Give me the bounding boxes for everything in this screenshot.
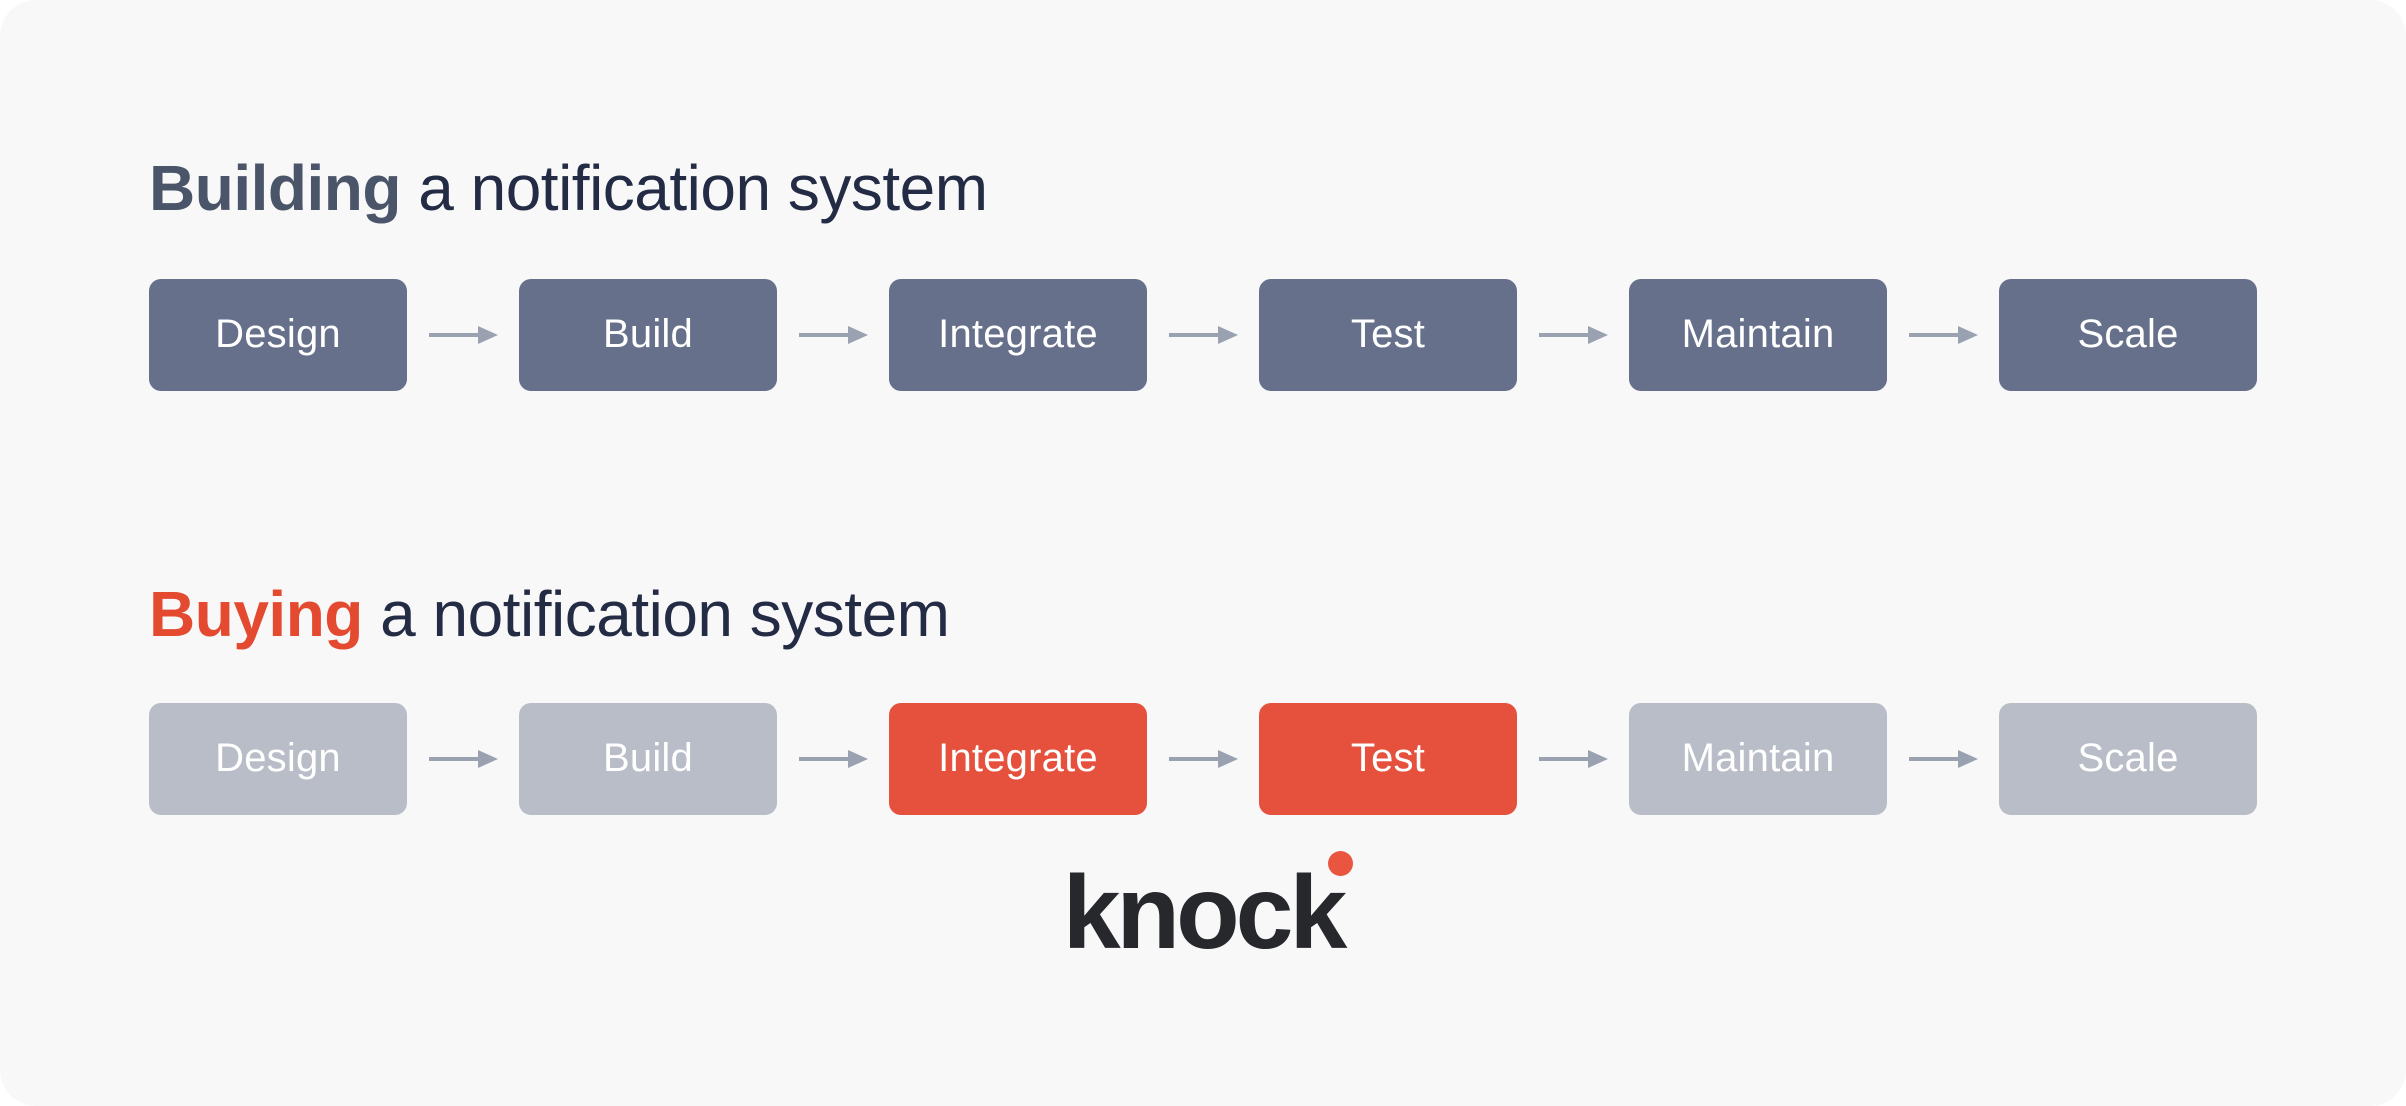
arrow-right-icon xyxy=(429,749,498,768)
step-maintain: Maintain xyxy=(1629,278,1887,391)
arrow-cell xyxy=(777,323,889,347)
arrow-cell xyxy=(1887,747,1999,771)
section-building: Building a notification system Design Bu… xyxy=(149,150,2257,391)
step-integrate: Integrate xyxy=(889,278,1147,391)
arrow-right-icon xyxy=(1539,749,1608,768)
arrow-cell xyxy=(1147,747,1259,771)
flow-row-buying: Design Build Integrate Test Maintain Sca… xyxy=(149,702,2257,815)
arrow-right-icon xyxy=(429,325,498,344)
step-test: Test xyxy=(1259,702,1517,815)
arrow-cell xyxy=(777,747,889,771)
arrow-right-icon xyxy=(1169,749,1238,768)
title-highlight-building: Building xyxy=(149,152,401,224)
step-design: Design xyxy=(149,702,407,815)
step-build: Build xyxy=(519,702,777,815)
step-design: Design xyxy=(149,278,407,391)
knock-logo-text: knock xyxy=(1062,854,1348,971)
step-build: Build xyxy=(519,278,777,391)
arrow-cell xyxy=(407,747,519,771)
step-test: Test xyxy=(1259,278,1517,391)
section-buying: Buying a notification system Design Buil… xyxy=(149,576,2257,815)
arrow-cell xyxy=(1517,323,1629,347)
logo-container: knock xyxy=(149,850,2257,965)
arrow-right-icon xyxy=(1909,325,1978,344)
knock-logo-dot-icon xyxy=(1328,850,1354,876)
title-rest: a notification system xyxy=(362,577,950,650)
section-building-title: Building a notification system xyxy=(149,150,2257,227)
step-scale: Scale xyxy=(1999,702,2257,815)
arrow-cell xyxy=(407,323,519,347)
step-integrate: Integrate xyxy=(889,702,1147,815)
arrow-right-icon xyxy=(1539,325,1608,344)
step-scale: Scale xyxy=(1999,278,2257,391)
arrow-right-icon xyxy=(799,325,868,344)
flow-row-building: Design Build Integrate Test Maintain Sca… xyxy=(149,278,2257,391)
arrow-cell xyxy=(1517,747,1629,771)
title-rest: a notification system xyxy=(400,152,988,224)
arrow-right-icon xyxy=(1909,749,1978,768)
step-maintain: Maintain xyxy=(1629,702,1887,815)
title-highlight-buying: Buying xyxy=(149,577,363,650)
arrow-cell xyxy=(1147,323,1259,347)
knock-logo: knock xyxy=(1063,850,1354,965)
section-buying-title: Buying a notification system xyxy=(149,576,2257,653)
arrow-right-icon xyxy=(799,749,868,768)
arrow-cell xyxy=(1887,323,1999,347)
arrow-right-icon xyxy=(1169,325,1238,344)
